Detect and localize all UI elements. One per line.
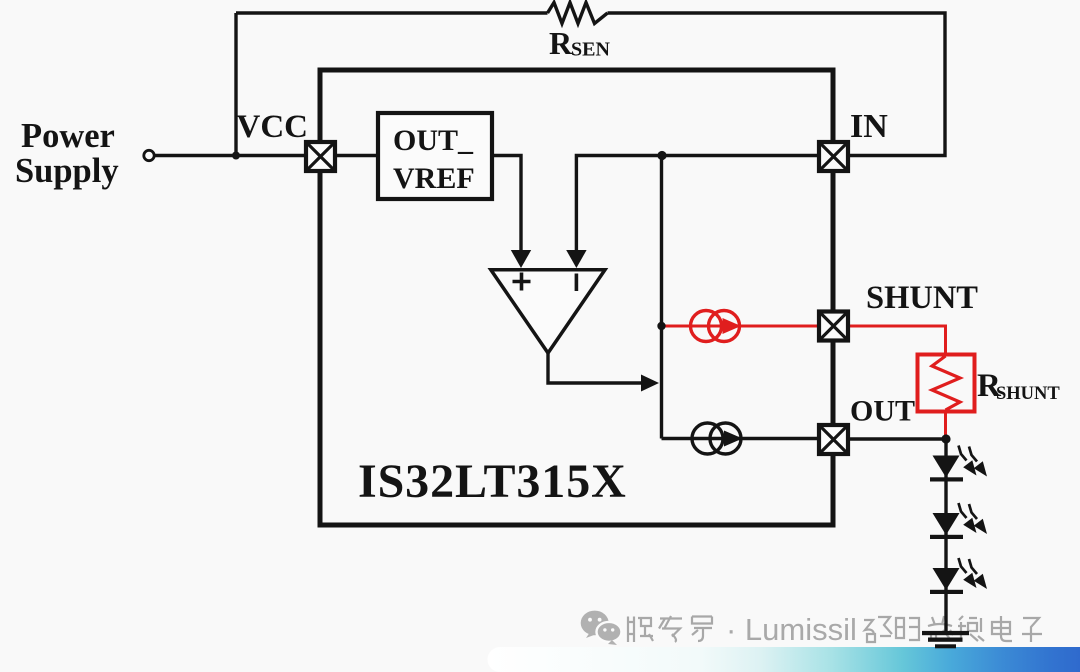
svg-text:Supply: Supply bbox=[15, 152, 119, 190]
svg-text:R: R bbox=[977, 368, 1002, 404]
svg-text:SHUNT: SHUNT bbox=[866, 280, 978, 316]
svg-text:VREF: VREF bbox=[393, 162, 475, 195]
svg-text:SEN: SEN bbox=[571, 39, 610, 61]
svg-text:SHUNT: SHUNT bbox=[996, 384, 1060, 404]
svg-text:OUT: OUT bbox=[850, 395, 915, 428]
svg-text:IS32LT315X: IS32LT315X bbox=[358, 455, 627, 508]
svg-text:Power: Power bbox=[21, 117, 115, 155]
svg-text:OUT_: OUT_ bbox=[393, 124, 474, 157]
svg-text:VCC: VCC bbox=[237, 109, 309, 145]
svg-text:R: R bbox=[549, 25, 573, 61]
svg-text:IN: IN bbox=[850, 108, 888, 145]
svg-text:· Lumissil: · Lumissil bbox=[726, 612, 857, 647]
